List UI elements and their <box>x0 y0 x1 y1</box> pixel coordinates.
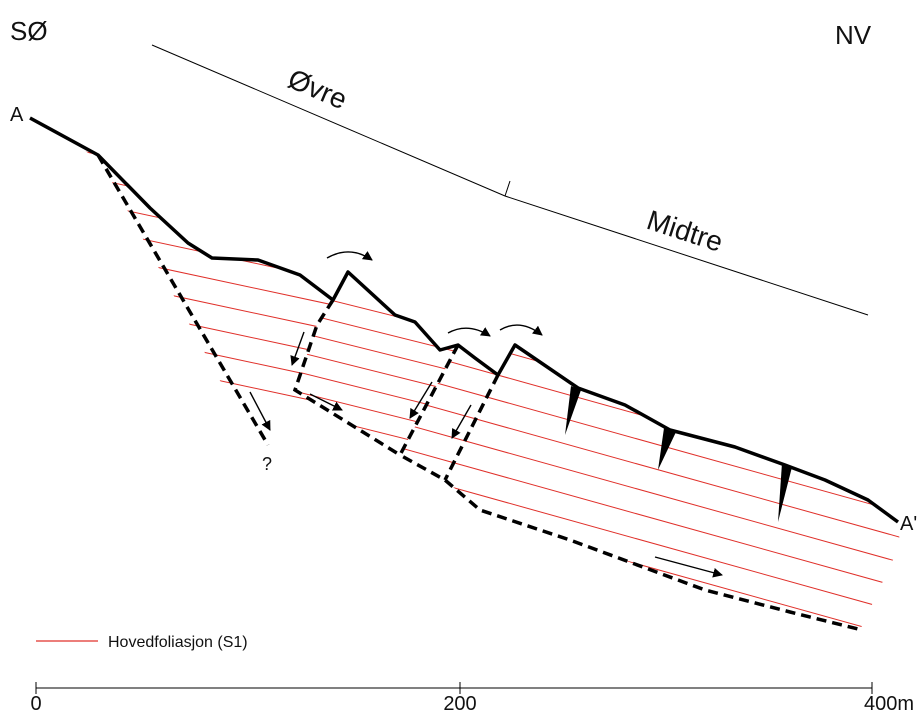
surface-profile <box>29 116 900 524</box>
legend-label: Hovedfoliasjon (S1) <box>108 634 248 651</box>
scale-bar: 0 200 400m <box>30 682 914 715</box>
label-start: A <box>10 104 24 126</box>
label-question-mark: ? <box>262 454 272 474</box>
movement-arrows <box>249 250 723 578</box>
label-se: SØ <box>10 16 48 46</box>
slide-planes <box>96 154 863 632</box>
legend: Hovedfoliasjon (S1) <box>36 634 248 651</box>
label-upper-unit: Øvre <box>284 63 352 115</box>
scale-tick-200: 200 <box>443 693 476 715</box>
tension-cracks <box>565 386 792 522</box>
foliation-lines <box>30 139 900 630</box>
label-nw: NV <box>835 20 872 50</box>
label-end: A' <box>900 513 917 535</box>
scale-tick-0: 0 <box>30 693 41 715</box>
label-middle-unit: Midtre <box>643 204 727 258</box>
unit-boundary-line <box>151 44 869 316</box>
scale-tick-400: 400m <box>864 693 914 715</box>
